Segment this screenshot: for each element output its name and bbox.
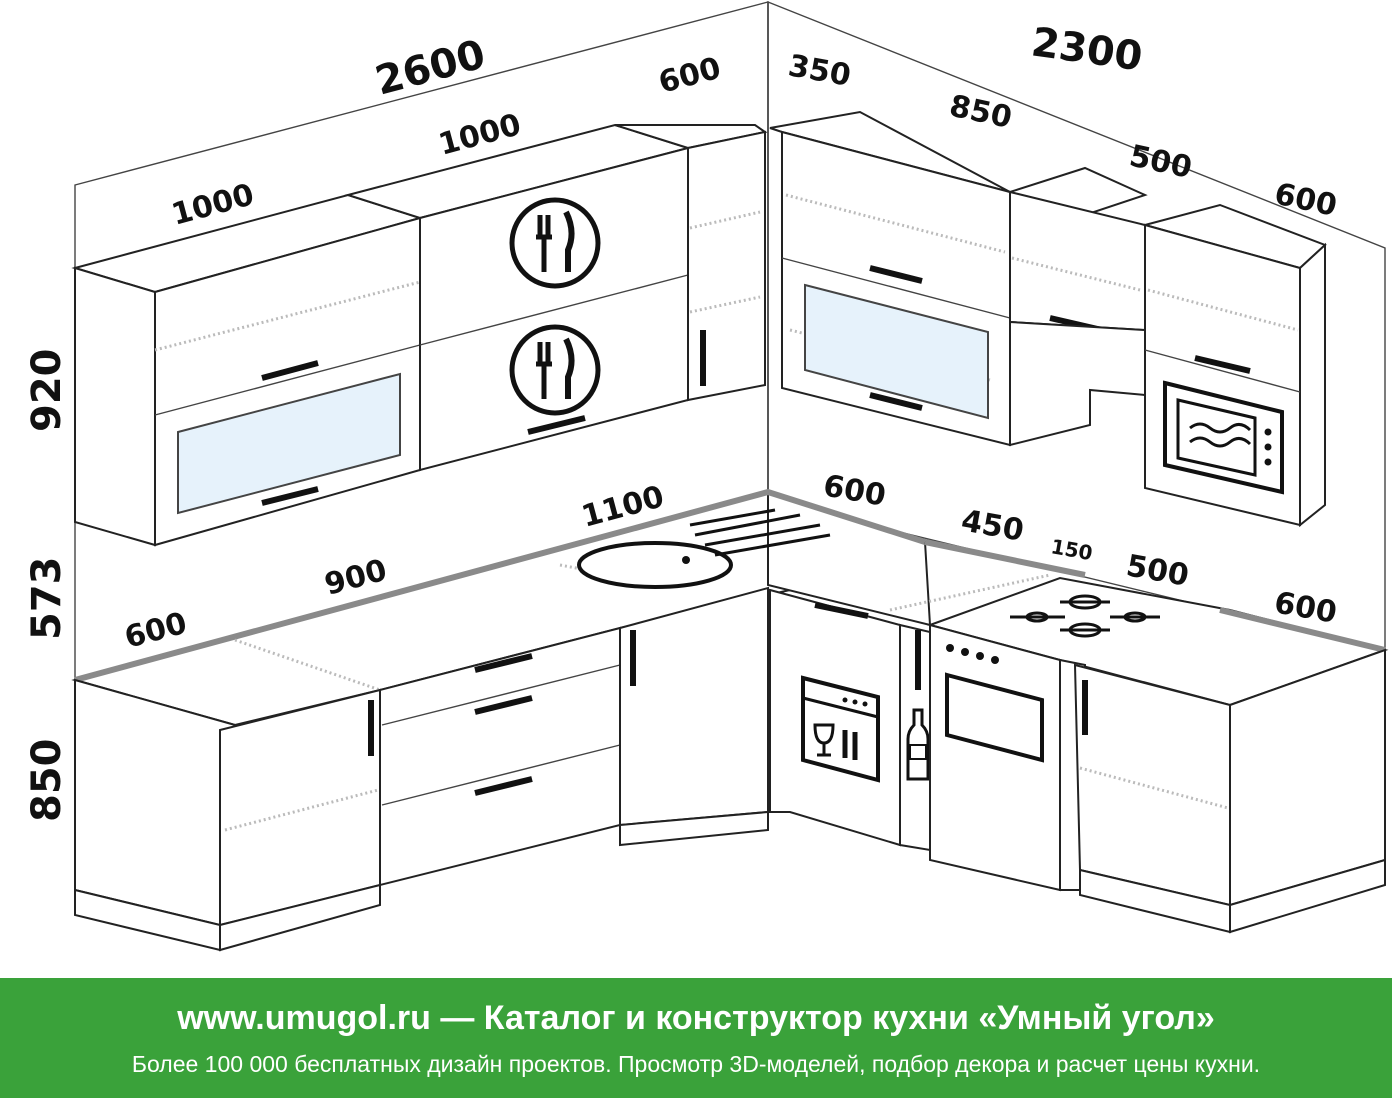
upper-cabinets-left xyxy=(71,123,768,547)
dim-counter-left-1: 600 xyxy=(121,606,191,656)
fork-knife-plate-icon xyxy=(509,324,601,416)
glass-panel xyxy=(804,283,989,420)
upper-cabinets-right xyxy=(769,110,1327,528)
sink-icon xyxy=(577,508,831,589)
footer-banner: www.umugol.ru — Каталог и конструктор ку… xyxy=(0,978,1392,1098)
dim-counter-right-1: 600 xyxy=(821,468,889,513)
dim-height-lower: 850 xyxy=(24,739,70,823)
footer-subtitle: Более 100 000 бесплатных дизайн проектов… xyxy=(131,1051,1261,1077)
fork-knife-plate-icon xyxy=(509,197,601,289)
lower-cabinets-left xyxy=(74,586,769,952)
dim-upper-right-corner: 350 xyxy=(786,48,854,93)
glass-panel xyxy=(177,372,401,515)
gas-stove-icon xyxy=(945,594,1160,763)
dim-wall-left: 2600 xyxy=(371,31,490,104)
dim-upper-right-2: 500 xyxy=(1126,139,1195,186)
dim-height-gap: 573 xyxy=(24,557,70,641)
microwave-icon xyxy=(1163,380,1284,495)
dim-counter-right-3: 500 xyxy=(1124,548,1192,593)
footer-title[interactable]: www.umugol.ru — Каталог и конструктор ку… xyxy=(177,999,1215,1037)
dim-counter-right-gap: 150 xyxy=(1049,534,1094,565)
bottle-icon xyxy=(906,708,930,781)
dishwasher-icon xyxy=(801,675,880,783)
dim-upper-right-3: 600 xyxy=(1271,177,1340,224)
kitchen-drawing: 2600 2300 1000 1000 600 350 850 500 600 … xyxy=(24,0,1389,952)
dim-height-upper: 920 xyxy=(24,349,70,433)
dim-upper-left-3: 600 xyxy=(655,51,725,101)
dim-wall-right: 2300 xyxy=(1029,19,1146,80)
dim-counter-right-2: 450 xyxy=(959,503,1027,548)
lower-cabinets-right xyxy=(769,588,1386,934)
